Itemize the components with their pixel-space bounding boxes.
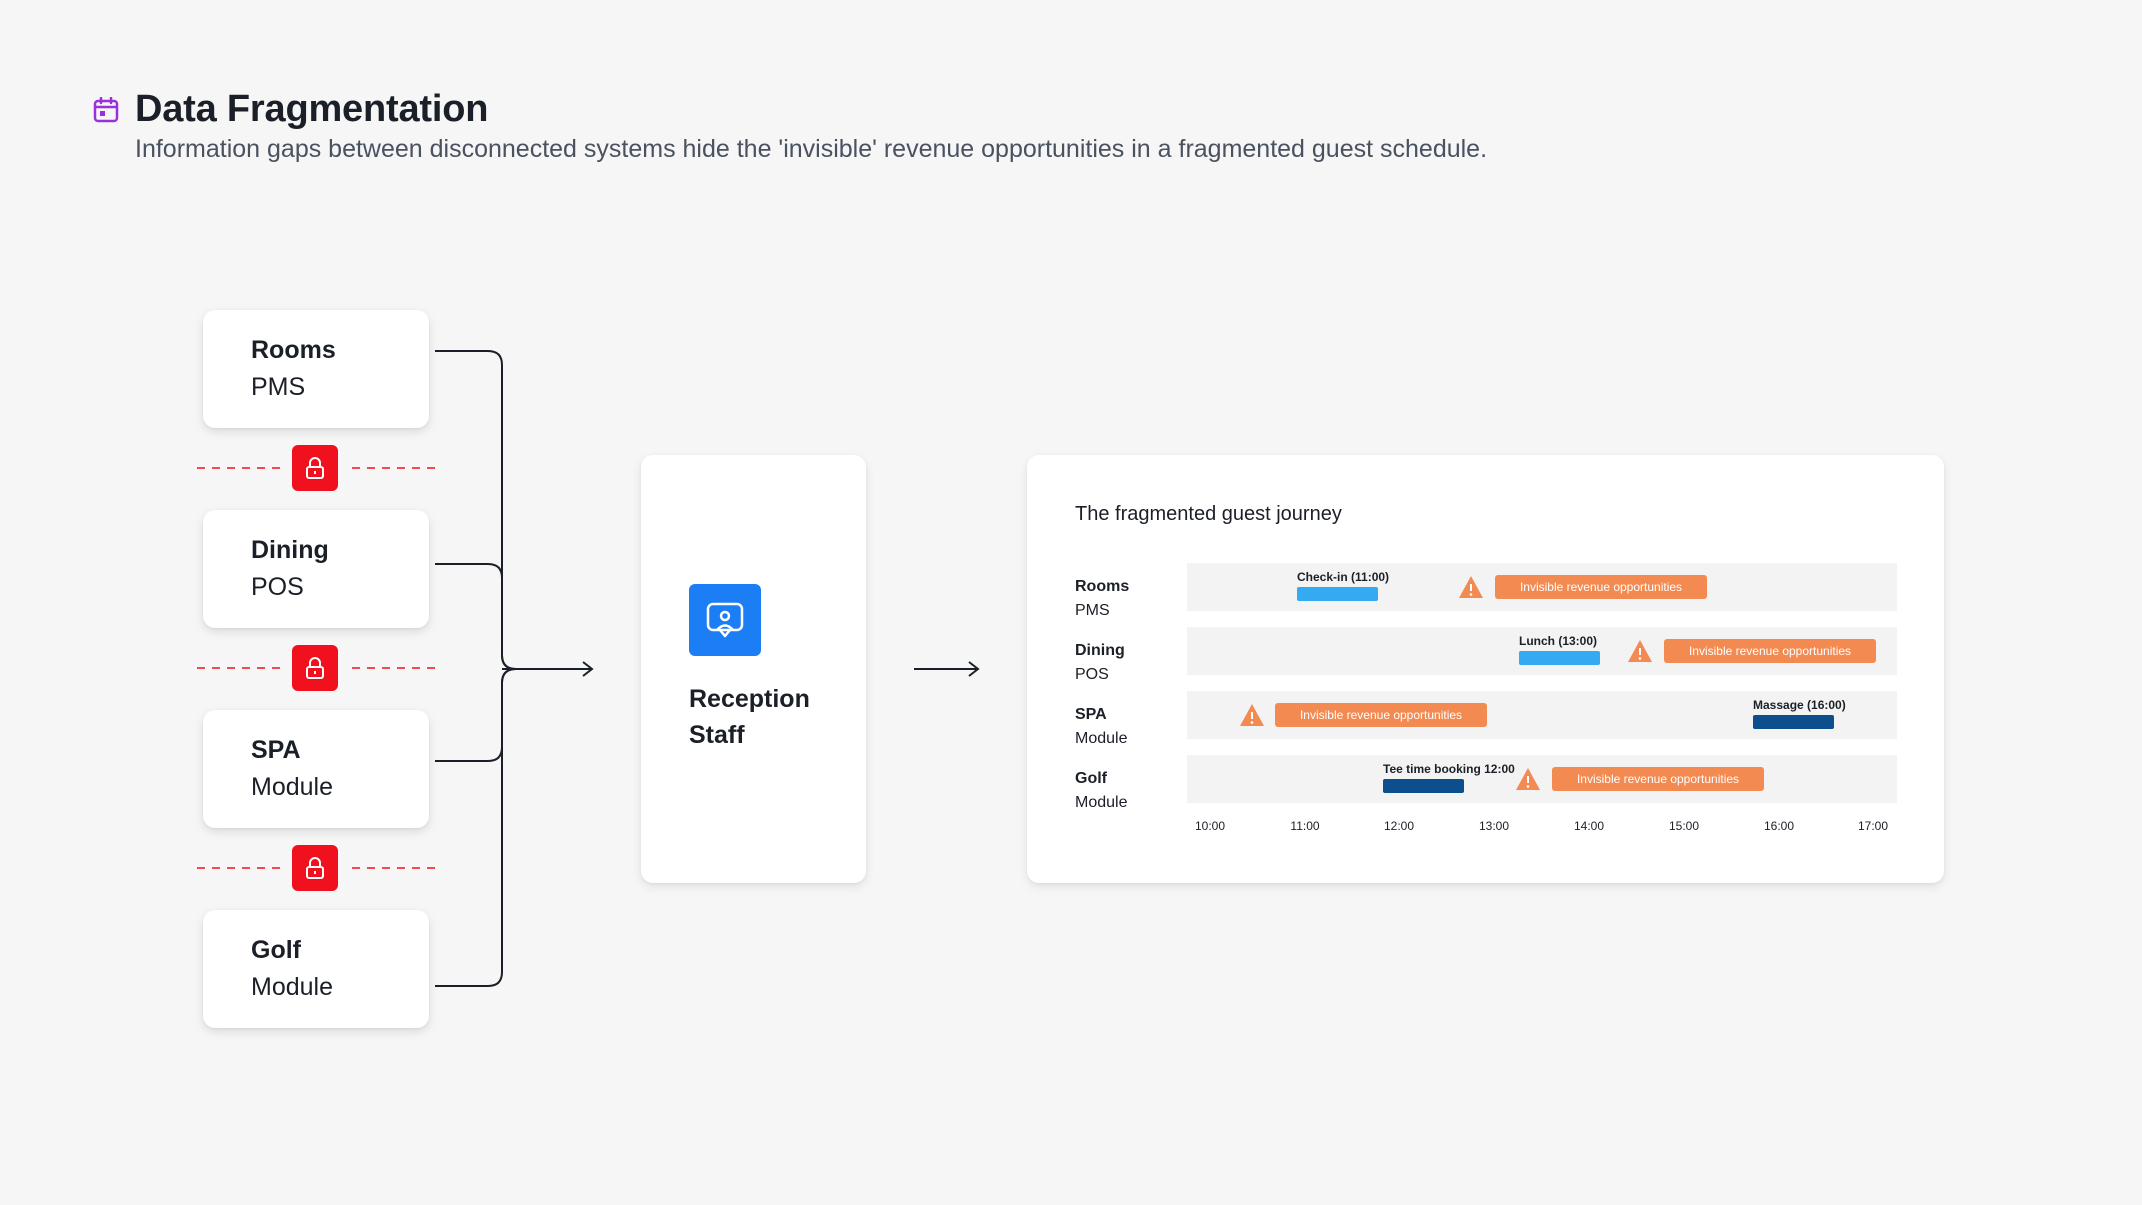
warning-icon [1459, 576, 1483, 598]
row-label-golf: Golf Module [1075, 767, 1127, 815]
time-tick: 16:00 [1763, 819, 1795, 833]
time-tick: 13:00 [1478, 819, 1510, 833]
timeline-lane-golf: Tee time booking 12:00 Invisible revenue… [1187, 755, 1897, 803]
warning-icon [1240, 704, 1264, 726]
system-type: PMS [251, 373, 306, 401]
timeline-lane-spa: Invisible revenue opportunities Massage … [1187, 691, 1897, 739]
time-tick: 11:00 [1290, 819, 1320, 833]
row-type: Module [1075, 730, 1128, 747]
system-card-dining: Dining POS [203, 510, 429, 628]
system-name: SPA [251, 736, 301, 764]
lock-icon [306, 657, 324, 679]
time-tick: 14:00 [1573, 819, 1605, 833]
lock-icon [306, 457, 324, 479]
warning-icon [1516, 768, 1540, 790]
lock-icon [306, 857, 324, 879]
page-title: Data Fragmentation [135, 88, 489, 130]
system-type: Module [251, 973, 333, 1001]
reception-person-icon [706, 602, 744, 638]
system-card-rooms: Rooms PMS [203, 310, 429, 428]
row-type: POS [1075, 666, 1109, 683]
row-type: Module [1075, 794, 1128, 811]
system-card-golf: Golf Module [203, 910, 429, 1028]
system-name: Golf [251, 936, 301, 964]
event-bar-lunch [1519, 651, 1600, 665]
time-tick: 12:00 [1383, 819, 1415, 833]
row-label-dining: Dining POS [1075, 639, 1125, 687]
row-label-spa: SPA Module [1075, 703, 1127, 751]
lock-badge [292, 645, 338, 691]
reception-label-line2: Staff [689, 721, 745, 749]
reception-card: Reception Staff [641, 455, 866, 883]
warning-icon [1628, 640, 1652, 662]
system-name: Rooms [251, 336, 336, 364]
reception-label-line1: Reception [689, 685, 810, 713]
system-name: Dining [251, 536, 329, 564]
reception-label: Reception Staff [689, 681, 810, 753]
page-subtitle: Information gaps between disconnected sy… [135, 135, 1488, 163]
row-type: PMS [1075, 602, 1110, 619]
opportunity-badge: Invisible revenue opportunities [1275, 703, 1487, 727]
event-label: Lunch (13:00) [1519, 634, 1598, 648]
system-card-spa: SPA Module [203, 710, 429, 828]
time-tick: 17:00 [1857, 819, 1889, 833]
reception-icon-tile [689, 584, 761, 656]
row-label-rooms: Rooms PMS [1075, 575, 1129, 623]
system-type: POS [251, 573, 304, 601]
row-name: Rooms [1075, 578, 1130, 595]
time-tick: 15:00 [1668, 819, 1700, 833]
row-name: SPA [1075, 706, 1107, 723]
row-name: Dining [1075, 642, 1125, 659]
lock-badge [292, 845, 338, 891]
opportunity-badge: Invisible revenue opportunities [1495, 575, 1707, 599]
row-name: Golf [1075, 770, 1107, 787]
event-bar-checkin [1297, 587, 1378, 601]
time-tick: 10:00 [1194, 819, 1226, 833]
event-bar-massage [1753, 715, 1834, 729]
opportunity-badge: Invisible revenue opportunities [1664, 639, 1876, 663]
guest-journey-card: The fragmented guest journey Rooms PMS C… [1027, 455, 1944, 883]
event-bar-tee-time [1383, 779, 1464, 793]
event-label: Tee time booking 12:00 [1383, 762, 1515, 776]
system-type: Module [251, 773, 333, 801]
opportunity-badge: Invisible revenue opportunities [1552, 767, 1764, 791]
event-label: Check-in (11:00) [1297, 570, 1390, 584]
event-label: Massage (16:00) [1753, 698, 1846, 712]
timeline-lane-rooms: Check-in (11:00) Invisible revenue oppor… [1187, 563, 1897, 611]
calendar-icon [93, 97, 119, 123]
lock-badge [292, 445, 338, 491]
timeline-lane-dining: Lunch (13:00) Invisible revenue opportun… [1187, 627, 1897, 675]
journey-title: The fragmented guest journey [1075, 503, 1342, 525]
